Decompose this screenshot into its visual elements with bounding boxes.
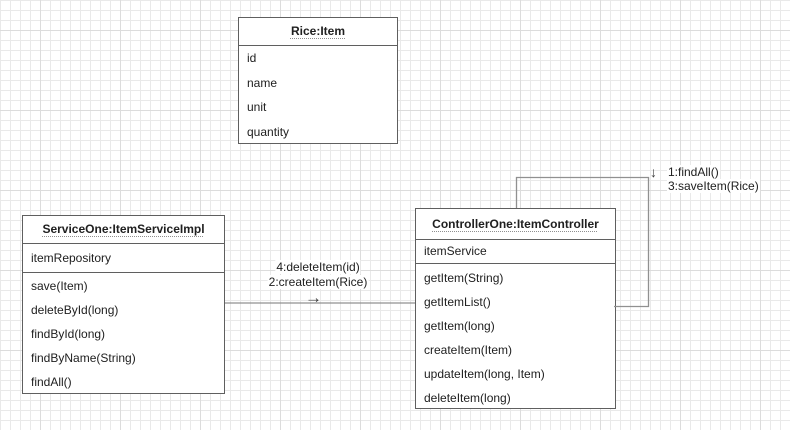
method-row: getItemList(): [424, 295, 491, 309]
method-row: deleteById(long): [31, 303, 119, 317]
message-label-save-item[interactable]: 3:saveItem(Rice): [667, 179, 760, 193]
method-row: save(Item): [31, 279, 88, 293]
message-label-find-all[interactable]: 1:findAll(): [667, 165, 720, 179]
attribute-row: itemRepository: [31, 251, 112, 265]
class-title-rice: Rice:Item: [239, 18, 397, 46]
right-arrow-icon: →: [305, 288, 322, 307]
message-label-delete-item[interactable]: 4:deleteItem(id): [275, 260, 361, 274]
class-title-service: ServiceOne:ItemServiceImpl: [23, 216, 224, 244]
message-label-create-item[interactable]: 2:createItem(Rice): [267, 275, 369, 289]
down-arrow-icon: ↓: [650, 164, 657, 180]
method-row: deleteItem(long): [424, 391, 511, 405]
class-box-service[interactable]: ServiceOne:ItemServiceImpl itemRepositor…: [22, 215, 225, 394]
attribute-row: name: [247, 75, 278, 90]
attribute-row: itemService: [424, 244, 487, 258]
class-box-controller[interactable]: ControllerOne:ItemController itemService…: [415, 208, 616, 409]
method-row: findById(long): [31, 327, 106, 341]
class-title-controller: ControllerOne:ItemController: [416, 209, 615, 240]
attribute-row: quantity: [247, 124, 290, 139]
method-row: findByName(String): [31, 351, 136, 365]
method-row: createItem(Item): [424, 343, 513, 357]
method-row: getItem(String): [424, 271, 504, 285]
method-row: getItem(long): [424, 319, 495, 333]
attribute-row: unit: [247, 100, 267, 114]
attribute-row: id: [247, 51, 257, 65]
method-row: findAll(): [31, 375, 72, 389]
class-box-rice[interactable]: Rice:Item id name unit quantity: [238, 17, 398, 144]
method-row: updateItem(long, Item): [424, 367, 545, 381]
